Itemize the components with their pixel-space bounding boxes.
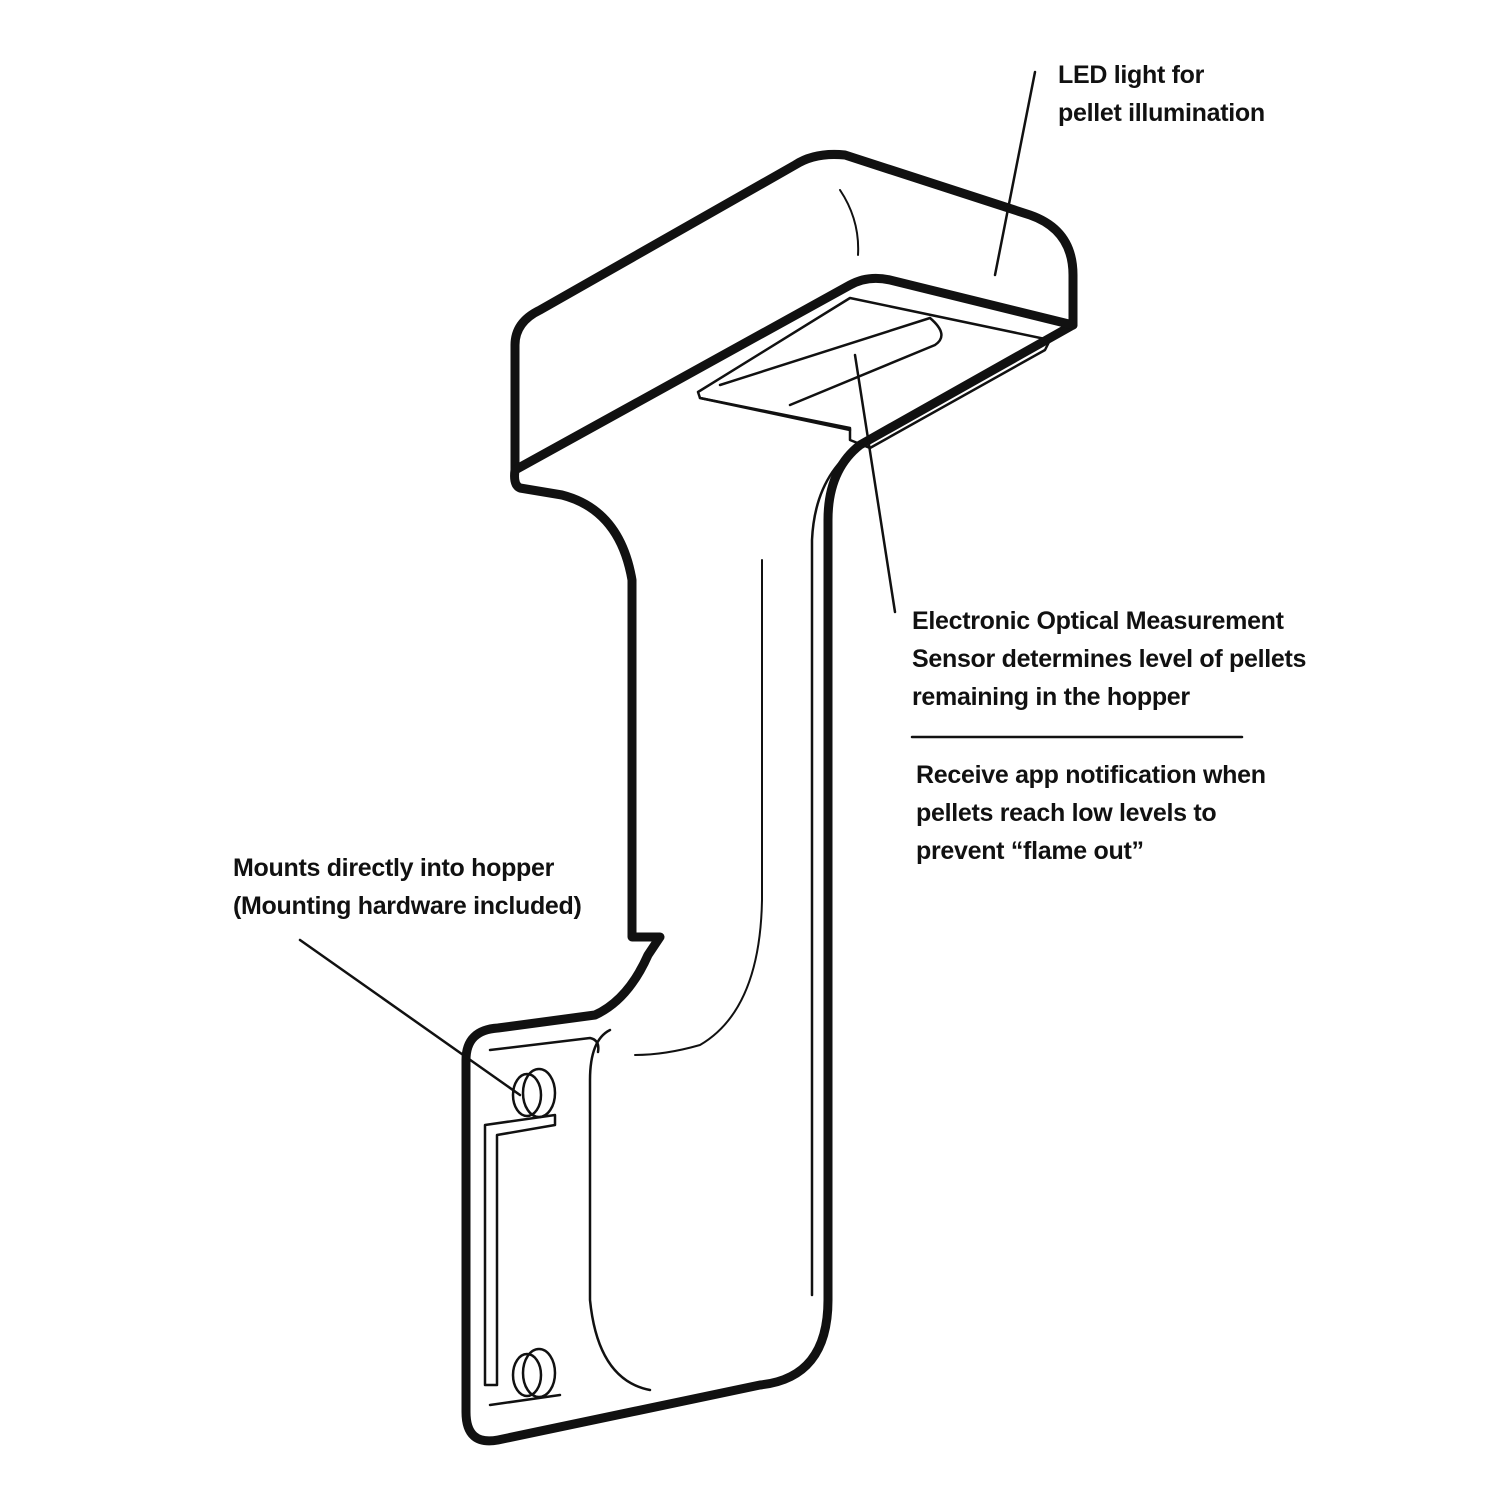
column-front-highlight <box>810 443 862 1297</box>
callout-line: Receive app notification when <box>916 761 1266 789</box>
callout-line: Electronic Optical Measurement <box>912 607 1284 635</box>
head-bottom-edge <box>510 273 1078 475</box>
column-curve-highlight <box>634 559 763 1056</box>
callout-line: Sensor determines level of pellets <box>912 645 1307 673</box>
base-plate-inner <box>488 1036 600 1054</box>
callout-line: pellet illumination <box>1058 99 1265 127</box>
base-bottom-lip <box>488 1393 562 1407</box>
callout-app-notification: Receive app notification when pellets re… <box>916 756 1266 870</box>
leader-line-sensor <box>853 353 897 614</box>
leader-line-led <box>993 70 1037 277</box>
base-rail <box>483 1113 557 1387</box>
callout-line: Mounts directly into hopper <box>233 854 555 882</box>
sensor-window-inner <box>718 316 943 407</box>
base-column-curve <box>588 1028 652 1392</box>
callout-line: (Mounting hardware included) <box>233 892 582 920</box>
callout-line: prevent “flame out” <box>916 837 1144 865</box>
callout-mounting: Mounts directly into hopper (Mounting ha… <box>233 849 582 925</box>
callout-line: LED light for <box>1058 61 1205 89</box>
leader-line-mount <box>298 938 522 1097</box>
mount-hole-lower <box>511 1347 557 1399</box>
head-curve-highlight <box>839 189 860 256</box>
callout-optical-sensor: Electronic Optical Measurement Sensor de… <box>912 602 1306 716</box>
sensor-window-ledge <box>698 396 852 432</box>
callout-led-light: LED light for pellet illumination <box>1058 56 1265 132</box>
callout-line: pellets reach low levels to <box>916 799 1217 827</box>
device-outline <box>461 150 1078 1446</box>
mount-hole-upper <box>511 1067 557 1119</box>
sensor-window-frame <box>696 296 1052 450</box>
callout-line: remaining in the hopper <box>912 683 1190 711</box>
